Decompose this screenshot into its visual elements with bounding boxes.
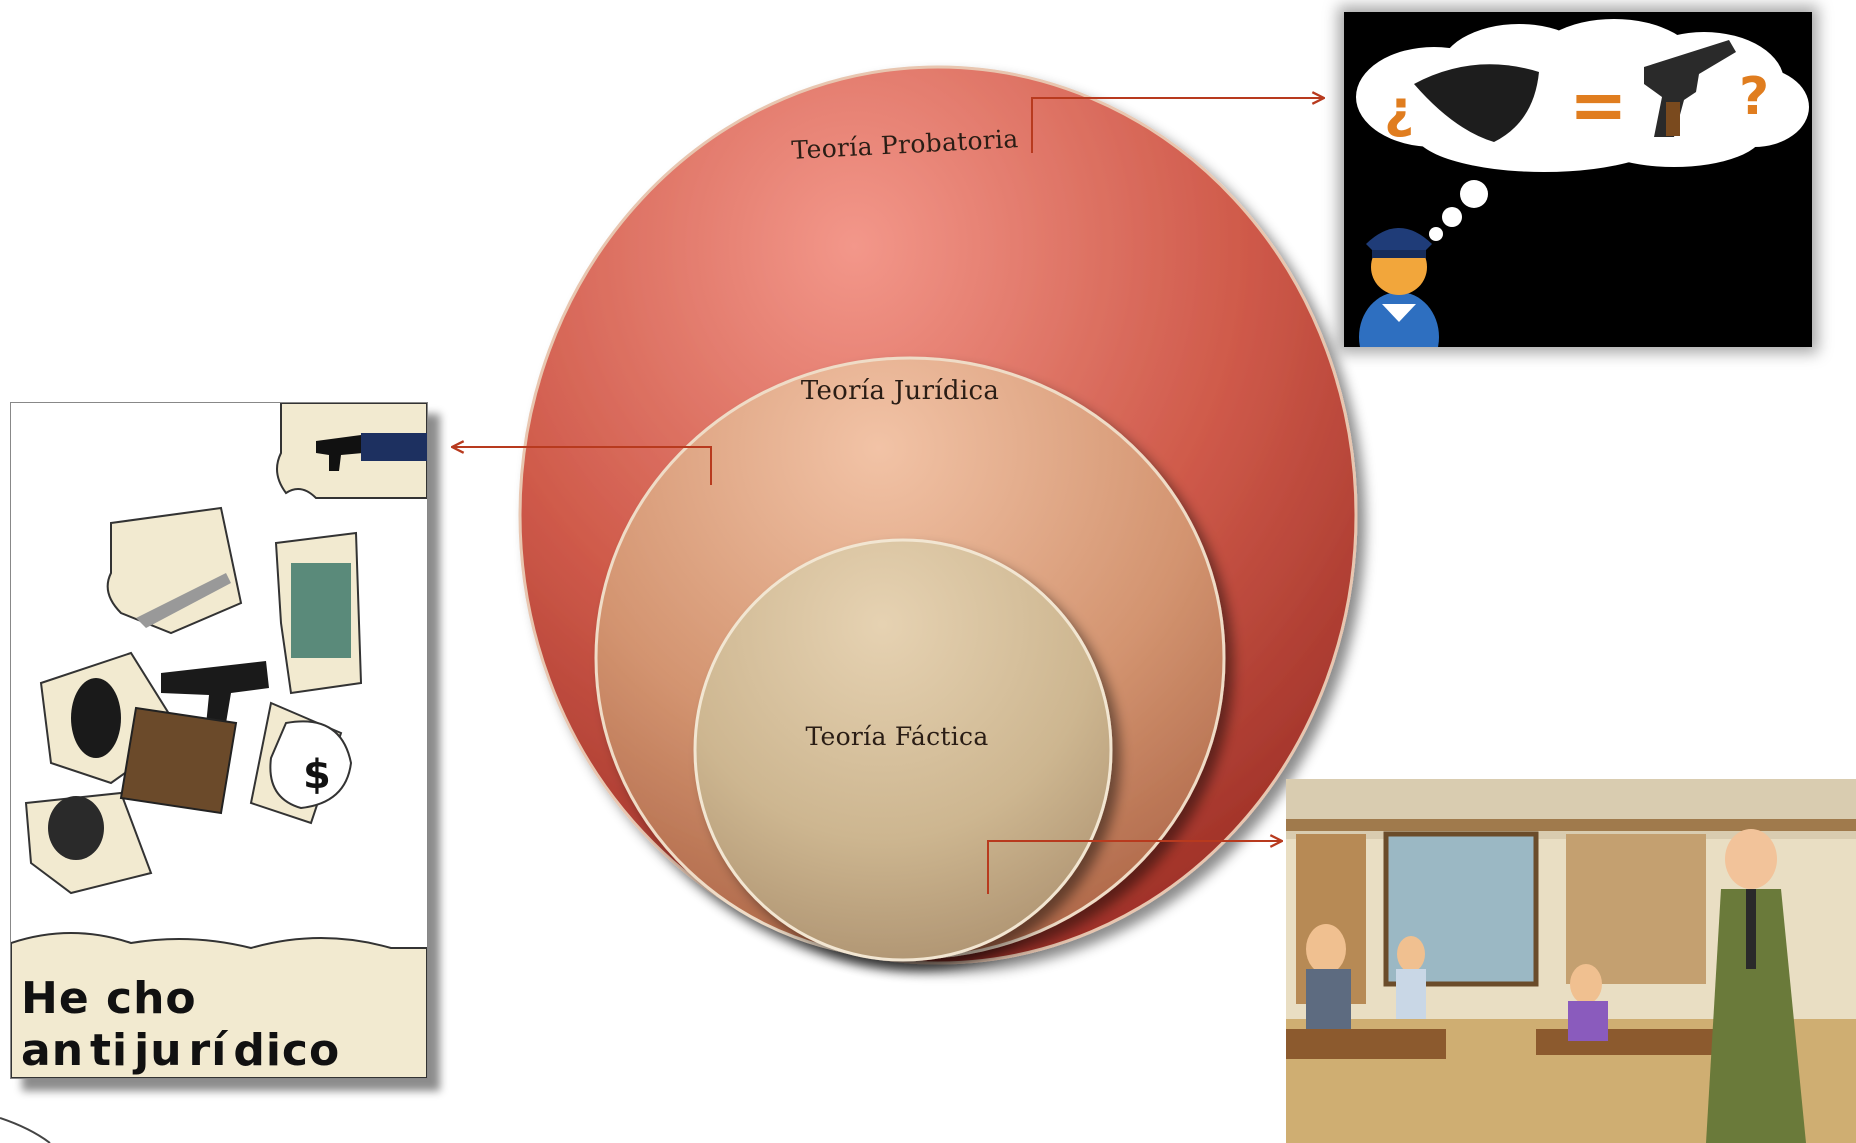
police-officer-icon — [1359, 228, 1439, 347]
question-open: ¿ — [1384, 80, 1415, 140]
label-teoria-factica: Teoría Fáctica — [805, 722, 989, 751]
syllable-ti: ti — [90, 1025, 129, 1076]
bag-icon — [1414, 64, 1539, 142]
connector-factica — [987, 841, 1282, 894]
equals-sign: = — [1569, 64, 1628, 146]
bank-icon — [291, 563, 351, 658]
pistol-icon — [161, 661, 269, 725]
corner-curve — [0, 1117, 51, 1143]
label-teoria-juridica: Teoría Jurídica — [800, 376, 1000, 406]
courtroom-icon — [1286, 779, 1856, 1143]
briefcase-icon — [119, 706, 238, 815]
man-icon — [48, 796, 104, 860]
knife-icon — [136, 573, 231, 628]
connector-probatoria — [1031, 98, 1324, 153]
syllable-ju: ju — [134, 1025, 183, 1076]
money-bag-icon — [269, 720, 353, 810]
thinking-police-icon: ¿ = ? — [1344, 12, 1812, 347]
connector-juridica — [452, 447, 712, 485]
puzzle-text-line1: He cho — [21, 973, 197, 1024]
svg-text:$: $ — [303, 752, 331, 798]
circle-factica — [693, 538, 1113, 962]
question-close: ? — [1739, 67, 1770, 127]
gun-hand-icon — [316, 435, 363, 471]
syllable-ri: rí — [188, 1025, 228, 1076]
syllable-dico: dico — [233, 1025, 341, 1076]
syllable-an: an — [21, 1025, 85, 1076]
woman-icon — [71, 678, 121, 758]
